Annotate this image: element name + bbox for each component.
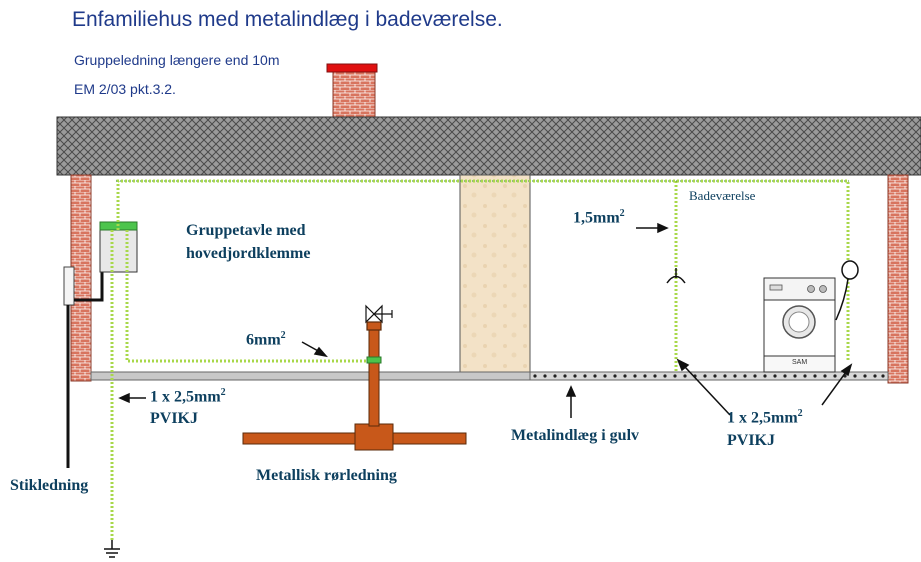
arrow-6mm [301,341,328,358]
label-cable-left-1: 1 x 2,5mm2 [150,387,226,406]
ground-symbol [104,540,120,558]
washer-plug-icon [841,260,859,280]
pipe-riser [368,329,380,427]
label-stikledning: Stikledning [10,477,89,494]
washing-machine-icon [763,277,836,373]
label-cable-left-2: PVIKJ [150,410,198,427]
note-line-2: EM 2/03 pkt.3.2. [74,81,176,97]
label-gruppetavle-2: hovedjordklemme [186,245,311,262]
label-gruppetavle-1: Gruppetavle med [186,222,306,239]
metal-floor-inlay [529,371,889,381]
washer-brand: SAM [792,359,808,366]
floor [90,371,532,381]
metal-inlay-dots [533,374,885,378]
pipe-tee [354,423,394,451]
label-cable-right-2: PVIKJ [727,432,775,449]
label-1-5mm: 1,5mm2 [573,208,625,227]
arrow-cable-right-2 [821,363,853,406]
chimney-cap [326,63,378,73]
arrow-metal-inlay [565,385,577,418]
arrow-cable-left [118,392,146,404]
chimney [332,69,376,119]
arrow-cable-right-1 [676,358,731,416]
label-badevaerelse: Badeværelse [689,188,756,203]
washer-cord [835,278,849,321]
meter-box [63,266,75,306]
arrow-1-5mm [636,222,669,234]
wall-right [887,174,909,384]
label-cable-right-1: 1 x 2,5mm2 [727,408,803,427]
pipe-clamp [366,356,382,364]
interior-wall [459,174,531,374]
roof [56,116,921,176]
page-title: Enfamiliehus med metalindlæg i badeværel… [72,8,503,31]
panel-feed-cable [74,272,104,302]
label-metalindlaeg: Metalindlæg i gulv [511,427,640,444]
label-6mm: 6mm2 [246,330,286,349]
outlet-icon [666,268,686,284]
valve-icon [365,304,393,331]
note-line-1: Gruppeledning længere end 10m [74,52,280,68]
label-roerledning: Metallisk rørledning [256,467,397,484]
